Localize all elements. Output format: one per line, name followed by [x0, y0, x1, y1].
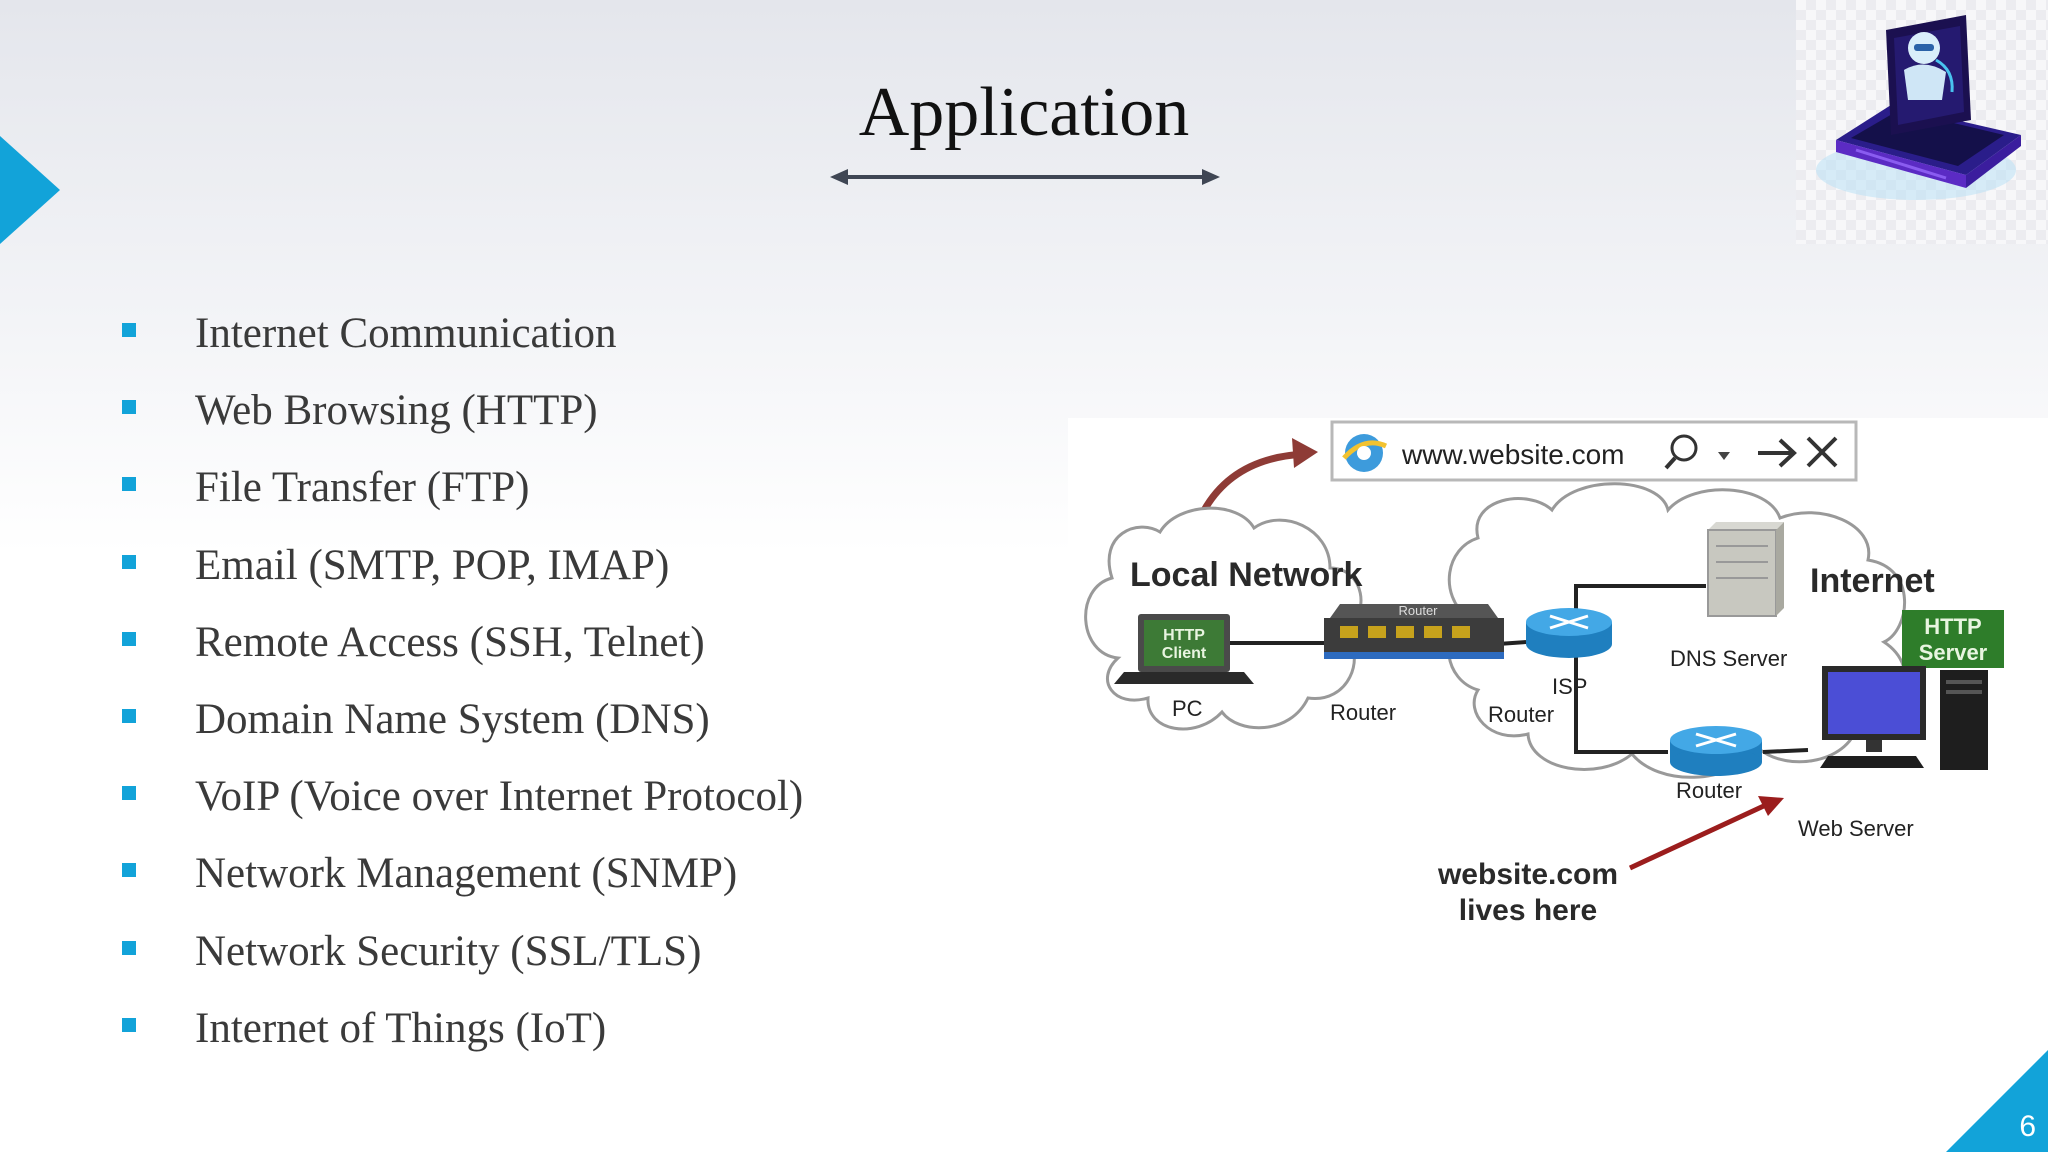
http-client-label: HTTP [1163, 627, 1205, 644]
bullet-list: Internet Communication Web Browsing (HTT… [0, 302, 803, 1074]
list-item: File Transfer (FTP) [0, 456, 803, 533]
list-item: Domain Name System (DNS) [0, 688, 803, 765]
close-icon [1806, 436, 1838, 468]
dns-server-icon [1707, 522, 1784, 617]
local-network-label: Local Network [1130, 556, 1362, 594]
bullet-text: Web Browsing (HTTP) [195, 387, 598, 435]
page-number: 6 [2019, 1110, 2036, 1143]
browser-address-bar: www.website.com [1330, 420, 1858, 482]
bullet-text: Network Management (SNMP) [195, 850, 738, 898]
web-server-icon [1820, 666, 1988, 770]
bullet-text: Remote Access (SSH, Telnet) [195, 618, 705, 666]
left-accent-triangle [0, 136, 60, 244]
router-box-label: Router [1398, 603, 1438, 618]
bullet-text: File Transfer (FTP) [195, 464, 530, 512]
pc-label: PC [1172, 696, 1203, 721]
arrow-right-icon [1758, 438, 1797, 468]
isp-router-label: ISP [1552, 674, 1587, 699]
list-item: Network Security (SSL/TLS) [0, 920, 803, 997]
list-item: VoIP (Voice over Internet Protocol) [0, 765, 803, 842]
robot-laptop-image [1796, 0, 2048, 244]
search-icon [1664, 434, 1698, 470]
internet-label: Internet [1810, 562, 1935, 600]
bullet-text: Network Security (SSL/TLS) [195, 927, 702, 975]
http-server-label: Server [1919, 640, 1988, 665]
list-item: Internet Communication [0, 302, 803, 379]
bullet-square-icon [122, 708, 136, 723]
bullet-square-icon [122, 631, 136, 646]
router-label: Router [1676, 778, 1742, 803]
callout-label: website.com [1437, 858, 1618, 891]
list-item: Internet of Things (IoT) [0, 997, 803, 1074]
list-item: Network Management (SNMP) [0, 842, 803, 919]
list-item: Email (SMTP, POP, IMAP) [0, 534, 803, 611]
bullet-square-icon [122, 400, 136, 415]
dns-server-label: DNS Server [1670, 646, 1787, 671]
callout-label: lives here [1459, 894, 1597, 927]
bullet-square-icon [122, 940, 136, 955]
isp-router-label: Router [1488, 702, 1554, 727]
http-server-badge: HTTP Server [1902, 610, 2004, 668]
bullet-square-icon [122, 323, 136, 337]
bullet-text: Internet Communication [195, 310, 617, 357]
bullet-square-icon [122, 1017, 136, 1032]
http-server-label: HTTP [1924, 614, 1981, 639]
router-label: Router [1330, 700, 1396, 725]
dropdown-icon [1718, 452, 1730, 460]
list-item: Remote Access (SSH, Telnet) [0, 611, 803, 688]
isp-router-icon [1526, 608, 1612, 658]
corner-accent-triangle [1946, 1050, 2048, 1152]
title-double-arrow [830, 169, 1220, 185]
bullet-text: Email (SMTP, POP, IMAP) [195, 541, 670, 589]
slide-title: Application [858, 74, 1190, 151]
laptop-pc-icon: HTTP Client [1114, 614, 1254, 684]
router-box-icon: Router [1324, 603, 1504, 659]
bullet-text: VoIP (Voice over Internet Protocol) [195, 773, 804, 821]
list-item: Web Browsing (HTTP) [0, 379, 803, 456]
web-server-label: Web Server [1798, 816, 1914, 841]
http-client-label: Client [1162, 645, 1207, 662]
bullet-text: Domain Name System (DNS) [195, 695, 710, 743]
network-diagram: www.website.com Local Network Internet [1068, 418, 2048, 933]
bullet-square-icon [122, 477, 136, 492]
bullet-square-icon [122, 863, 136, 878]
bullet-square-icon [122, 786, 136, 801]
url-text: www.website.com [1401, 439, 1625, 470]
bullet-text: Internet of Things (IoT) [195, 1004, 607, 1052]
router-icon [1670, 726, 1762, 776]
bullet-square-icon [122, 554, 136, 569]
